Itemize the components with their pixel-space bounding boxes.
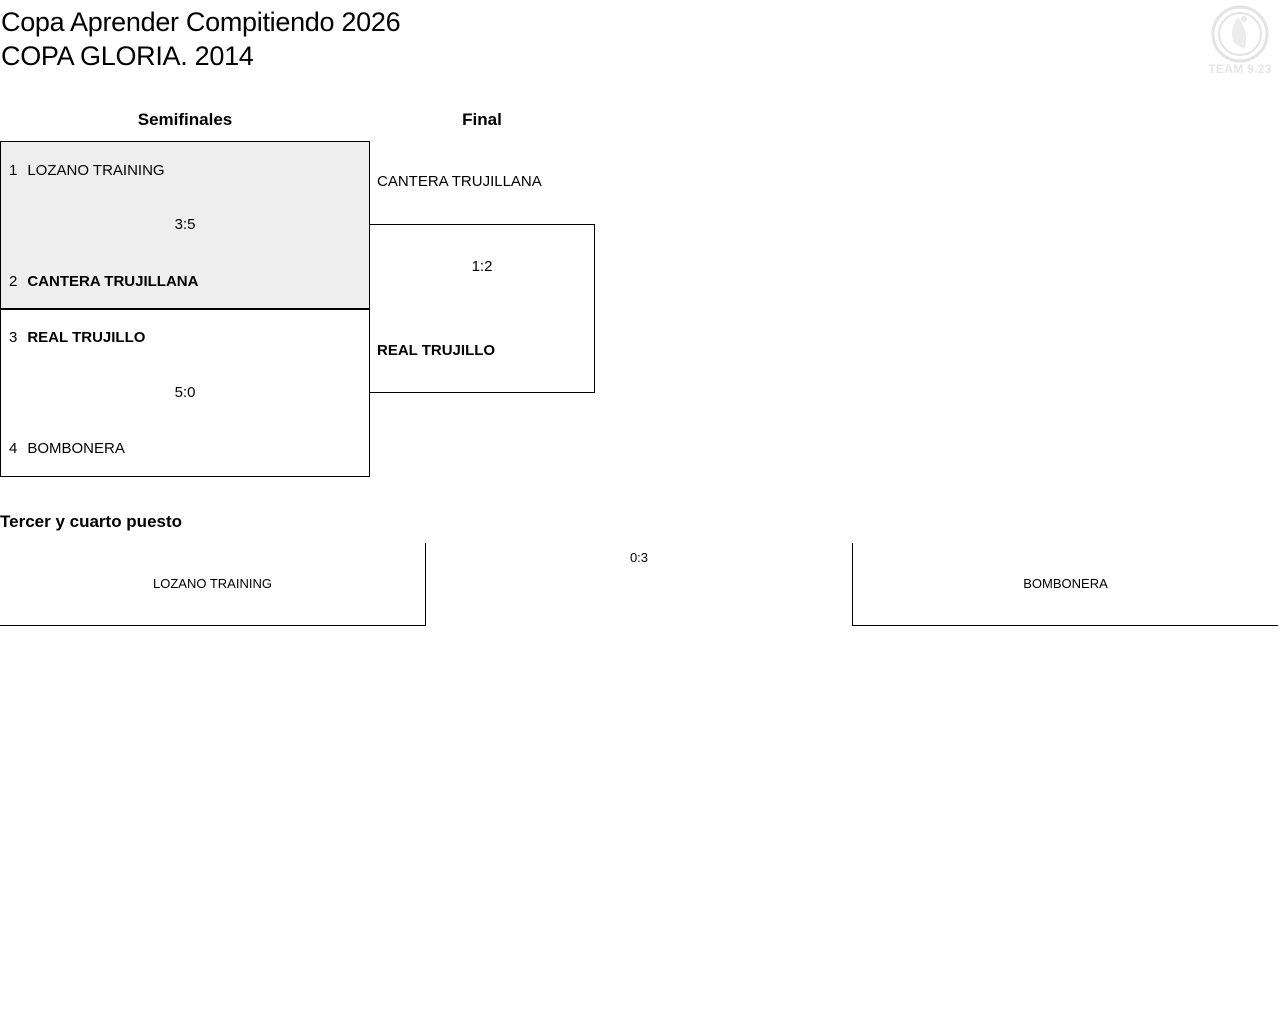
logo-text: TEAM 9.23 (1208, 62, 1272, 76)
team-name: BOMBONERA (27, 440, 125, 457)
semifinal-match-2[interactable]: 3 REAL TRUJILLO 5:0 4 BOMBONERA (0, 308, 370, 477)
team-logo-icon (1211, 5, 1269, 63)
third-place-score: 0:3 (629, 550, 649, 565)
semifinal-2-bottom-team[interactable]: 4 BOMBONERA (9, 439, 125, 459)
third-place-label: Tercer y cuarto puesto (0, 512, 183, 531)
third-place-team-b-cell[interactable]: BOMBONERA (852, 543, 1278, 626)
semifinal-2-top-team[interactable]: 3 REAL TRUJILLO (9, 328, 145, 348)
third-place-team-a-cell[interactable]: LOZANO TRAINING (0, 543, 426, 626)
semifinal-2-score: 5:0 (174, 384, 196, 401)
seed-number: 1 (9, 162, 18, 179)
final-bottom-team[interactable]: REAL TRUJILLO (377, 342, 496, 359)
team-logo: TEAM 9.23 (1208, 5, 1272, 79)
semifinal-1-top-team[interactable]: 1 LOZANO TRAINING (9, 161, 165, 181)
final-top-team[interactable]: CANTERA TRUJILLANA (377, 173, 542, 190)
semifinal-1-score: 3:5 (174, 216, 196, 233)
tournament-subtitle: COPA GLORIA. 2014 (1, 41, 254, 71)
final-score: 1:2 (471, 258, 493, 275)
tournament-title: Copa Aprender Compitiendo 2026 (1, 7, 401, 37)
third-place-score-cell: 0:3 (426, 543, 852, 626)
final-match[interactable]: 1:2 REAL TRUJILLO (369, 224, 595, 393)
semifinal-1-bottom-team[interactable]: 2 CANTERA TRUJILLANA (9, 272, 198, 292)
final-label: Final (462, 110, 502, 129)
team-name: CANTERA TRUJILLANA (27, 273, 199, 290)
team-name: LOZANO TRAINING (27, 162, 165, 179)
semifinal-match-1[interactable]: 1 LOZANO TRAINING 3:5 2 CANTERA TRUJILLANA (0, 141, 370, 310)
seed-number: 4 (9, 440, 18, 457)
seed-number: 2 (9, 273, 18, 290)
third-place-team-b: BOMBONERA (1023, 576, 1108, 591)
semifinals-label: Semifinales (137, 110, 233, 129)
seed-number: 3 (9, 329, 18, 346)
third-place-team-a: LOZANO TRAINING (153, 576, 272, 591)
team-name: REAL TRUJILLO (27, 329, 146, 346)
